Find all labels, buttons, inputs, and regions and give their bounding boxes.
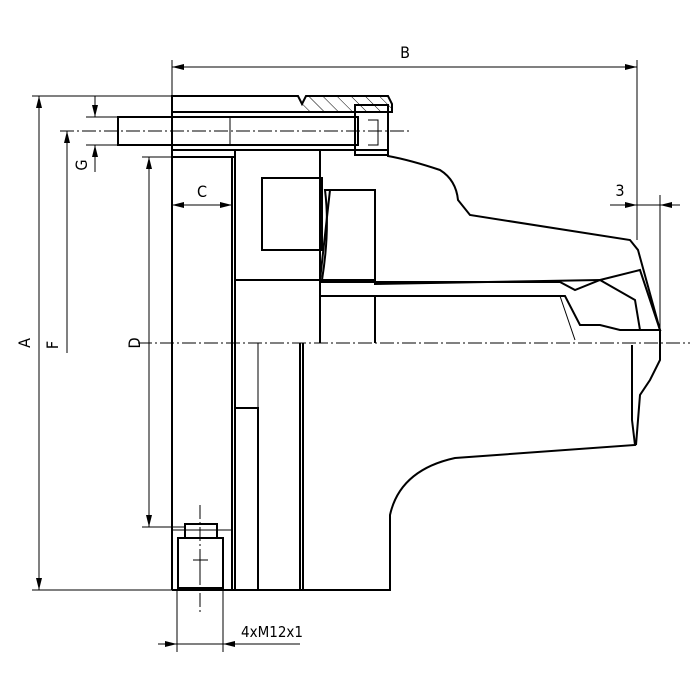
dimension-label-b: B [400,43,410,62]
dimension-label-d: D [125,337,144,348]
ring-body [171,96,390,591]
dimension-label-a: A [15,338,34,348]
dimension-label-offset: 3 [615,181,624,200]
dimension-label-g: G [72,159,91,170]
dimension-lines [32,60,680,652]
set-screw [171,523,233,591]
dimension-label-c: C [197,182,207,201]
thread-label: 4xM12x1 [241,623,303,641]
dimension-label-f: F [43,341,62,349]
hub-section [299,149,662,591]
